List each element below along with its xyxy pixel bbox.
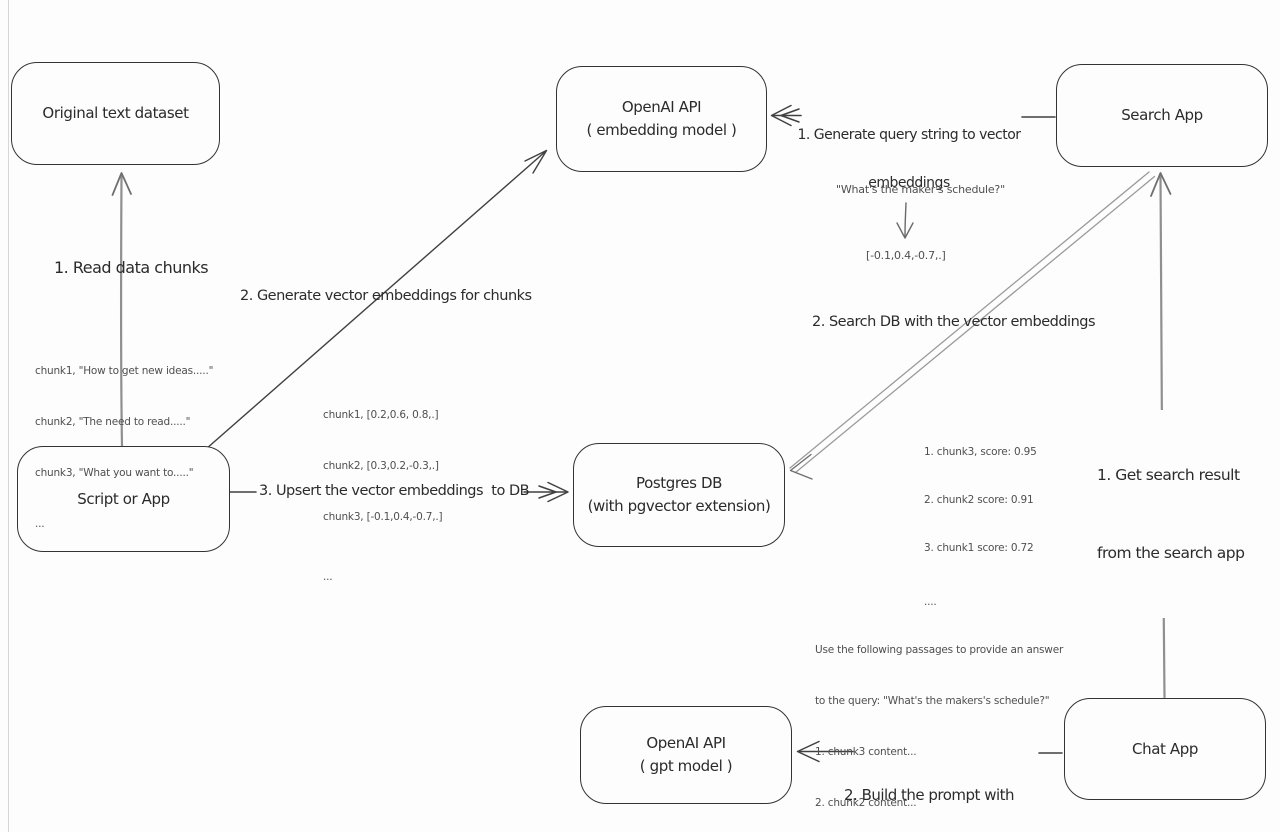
edge-label-build-prompt: 2. Build the prompt with search result [843, 733, 1015, 832]
annotation-line: chunk1, [0.2,0.6, 0.8,.] [323, 409, 439, 421]
node-label: Chat App [1132, 739, 1198, 758]
annotation-line: Use the following passages to provide an… [815, 644, 1064, 656]
annotation-line: 3. chunk1 score: 0.72 [924, 542, 1034, 554]
arrow-generate-embeddings-head [524, 149, 548, 174]
annotation-line: chunk1, "How to get new ideas....." [35, 365, 214, 377]
arrow-query-vector-line [904, 202, 907, 237]
arrow-search-db-line2 [794, 175, 1156, 474]
arrow-get-result-head [1150, 172, 1172, 197]
page-edge-line [8, 0, 9, 832]
edge-label-query-string-line2: embeddings [868, 175, 950, 191]
annotation-line: ... [323, 571, 333, 583]
node-openai-gpt: OpenAI API ( gpt model ) [580, 706, 792, 804]
node-label-line1: Postgres DB [636, 474, 722, 492]
node-postgres-db: Postgres DB (with pgvector extension) [573, 443, 785, 547]
node-label: Script or App [77, 489, 170, 508]
node-chat-app: Chat App [1064, 698, 1266, 800]
node-label-line1: OpenAI API [621, 98, 702, 116]
annotation-query-vector: [-0.1,0.4,-0.7,.] [866, 249, 946, 262]
edge-label-build-prompt-line1: 2. Build the prompt with [843, 786, 1015, 804]
annotation-line: to the query: "What's the makers's sched… [815, 695, 1050, 707]
node-label: Search App [1121, 106, 1203, 124]
annotation-line: 1. chunk3, score: 0.95 [924, 446, 1037, 458]
annotation-line: chunk3, "What you want to....." [35, 467, 194, 479]
node-script-or-app: Script or App [17, 446, 230, 552]
edge-label-get-result: 1. Get search result from the search app [1094, 410, 1248, 618]
edge-label-get-result-line1: 1. Get search result [1097, 466, 1240, 484]
annotation-query-text: "What's the maker's schedule?" [836, 183, 1005, 196]
annotation-line: chunk2, [0.3,0.2,-0.3,.] [323, 460, 439, 472]
arrow-build-prompt-head [796, 740, 820, 763]
edge-label-query-string-line1: 1. Generate query string to vector [797, 127, 1021, 143]
annotation-prompt-text: Use the following passages to provide an… [815, 608, 1063, 832]
arrow-read-chunks-head [111, 172, 132, 196]
node-openai-embedding: OpenAI API ( embedding model ) [556, 66, 767, 172]
annotation-line: 2. chunk2 content... [815, 797, 917, 809]
arrow-read-chunks-line [119, 174, 124, 448]
arrow-search-db-line1 [789, 171, 1150, 469]
annotation-scores-list: 1. chunk3, score: 0.95 2. chunk2 score: … [924, 412, 1037, 642]
node-label: Original text dataset [42, 104, 189, 122]
node-original-text-dataset: Original text dataset [11, 62, 220, 165]
arrow-query-vector-head [896, 222, 914, 239]
arrow-generate-embeddings-line [205, 150, 547, 450]
node-label-line1: OpenAI API [646, 734, 726, 752]
arrow-upsert-head [538, 481, 569, 503]
annotation-embeddings-list: chunk1, [0.2,0.6, 0.8,.] chunk2, [0.3,0.… [323, 373, 443, 620]
arrow-query-string-head [770, 104, 800, 127]
edge-label-search-db: 2. Search DB with the vector embeddings [812, 314, 1096, 330]
node-search-app: Search App [1056, 64, 1268, 167]
annotation-line: .... [924, 596, 937, 608]
edge-label-upsert: 3. Upsert the vector embeddings to DB [259, 483, 530, 499]
edge-label-generate-embeddings: 2. Generate vector embeddings for chunks [240, 288, 532, 304]
edge-label-read-chunks: 1. Read data chunks [54, 258, 209, 277]
annotation-chunks-list: chunk1, "How to get new ideas....." chun… [35, 329, 213, 567]
annotation-line: chunk2, "The need to read....." [35, 416, 191, 428]
edge-label-query-string: 1. Generate query string to vector embed… [793, 95, 1025, 223]
node-label-line2: ( gpt model ) [639, 757, 733, 775]
annotation-line: 1. chunk3 content... [815, 746, 917, 758]
annotation-line: 2. chunk2 score: 0.91 [924, 494, 1034, 506]
annotation-line: ... [35, 518, 45, 530]
node-label-line2: ( embedding model ) [586, 121, 737, 139]
node-label-line2: (with pgvector extension) [587, 497, 771, 515]
arrow-search-db-head [789, 453, 813, 480]
edge-label-get-result-line2: from the search app [1097, 544, 1245, 562]
annotation-line: chunk3, [-0.1,0.4,-0.7,.] [323, 511, 443, 523]
